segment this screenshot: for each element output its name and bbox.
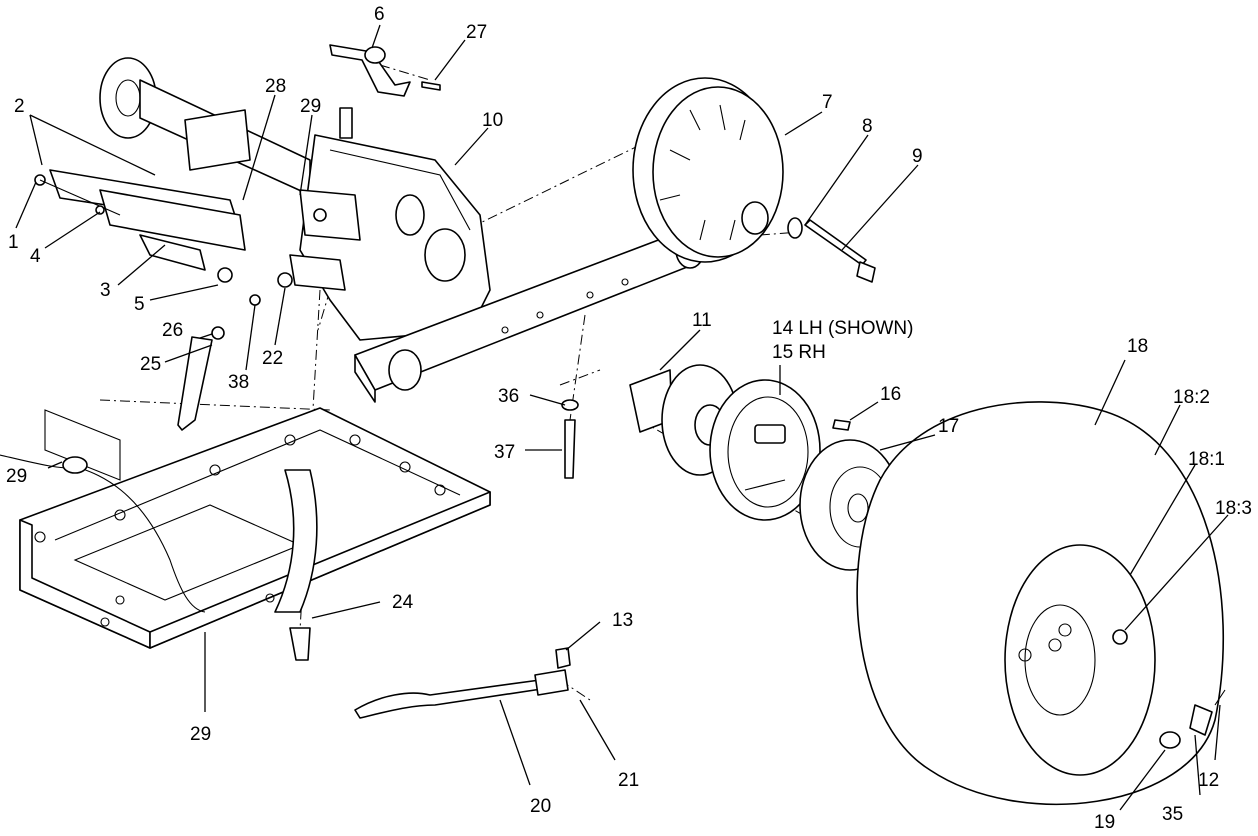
callout-26: 26 [162, 320, 183, 341]
callout-29-left: 29 [6, 466, 27, 487]
callout-17: 17 [938, 416, 959, 437]
callout-6: 6 [374, 4, 385, 25]
callout-36: 36 [498, 386, 519, 407]
callout-12: 12 [1198, 770, 1219, 791]
callout-18-2: 18:2 [1173, 387, 1210, 408]
brake-cable [354, 647, 571, 719]
wheel-hardware [1159, 689, 1226, 749]
callout-18: 18 [1127, 336, 1148, 357]
callout-14: 14 LH (SHOWN) [772, 318, 913, 339]
callout-8: 8 [862, 116, 873, 137]
callout-7: 7 [822, 92, 833, 113]
callout-22: 22 [262, 348, 283, 369]
small-fasteners [177, 267, 851, 661]
callout-38: 38 [228, 372, 249, 393]
callout-4: 4 [30, 246, 41, 267]
callout-9: 9 [912, 146, 923, 167]
callout-27: 27 [466, 22, 487, 43]
callout-15: 15 RH [772, 342, 826, 363]
callout-labels: 1 2 3 4 5 6 7 8 9 10 11 12 13 14 LH (SHO… [6, 4, 1252, 833]
brake-backing-plate [709, 379, 821, 521]
callout-18-3: 18:3 [1215, 498, 1252, 519]
callout-13: 13 [612, 610, 633, 631]
callout-19: 19 [1094, 812, 1115, 833]
frame-chassis [0, 407, 491, 649]
upper-bracket [329, 44, 441, 97]
callout-37: 37 [494, 442, 515, 463]
callout-10: 10 [482, 110, 503, 131]
callout-20: 20 [530, 796, 551, 817]
drive-pulley [632, 77, 784, 263]
callout-16: 16 [880, 384, 901, 405]
callout-29-top: 29 [300, 96, 321, 117]
callout-24: 24 [392, 592, 414, 613]
leader-lines [15, 24, 1229, 811]
callout-29-bottom: 29 [190, 724, 211, 745]
callout-18-1: 18:1 [1188, 449, 1225, 470]
callout-1: 1 [8, 232, 19, 253]
transaxle-housing [289, 107, 491, 341]
callout-21: 21 [618, 770, 639, 791]
callout-5: 5 [134, 294, 145, 315]
callout-28: 28 [265, 76, 286, 97]
callout-3: 3 [100, 280, 111, 301]
callout-2: 2 [14, 96, 25, 117]
washer-and-bolt [787, 217, 876, 283]
callout-11: 11 [692, 310, 712, 331]
callout-35: 35 [1162, 804, 1183, 825]
callout-25: 25 [140, 354, 161, 375]
brake-linkage-assembly [34, 169, 246, 271]
wheel-and-tire [856, 401, 1224, 806]
